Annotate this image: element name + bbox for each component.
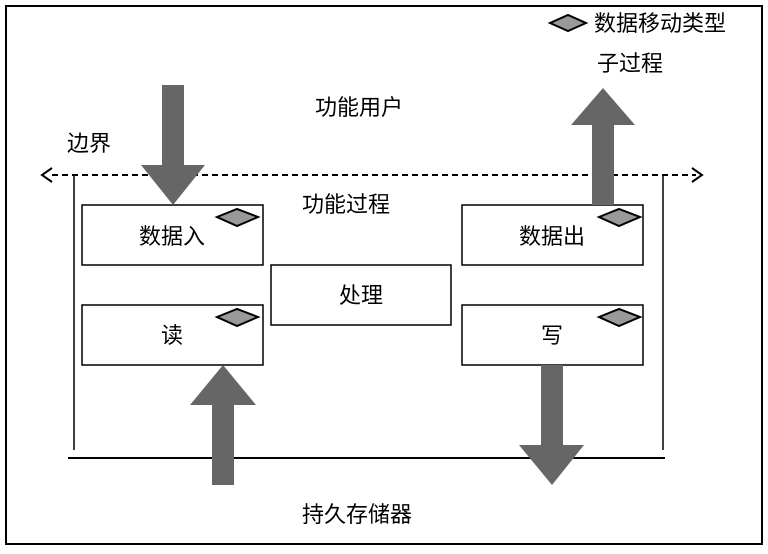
processing-box bbox=[270, 264, 452, 326]
functional-user-label: 功能用户 bbox=[315, 96, 403, 121]
outer-frame bbox=[5, 5, 763, 545]
processing-label: 处理 bbox=[339, 284, 383, 309]
functional-process-label: 功能过程 bbox=[302, 193, 390, 218]
boundary-left-arrowhead bbox=[40, 167, 53, 183]
data-out-diamond-icon bbox=[596, 207, 643, 228]
persistent-storage-label: 持久存储器 bbox=[302, 503, 412, 528]
data-in-diamond-icon bbox=[214, 207, 261, 228]
data-in-label: 数据入 bbox=[139, 225, 205, 250]
write-diamond-icon bbox=[596, 307, 643, 328]
legend-label: 数据移动类型 bbox=[594, 12, 726, 37]
write-label: 写 bbox=[541, 324, 563, 349]
boundary-right-arrowhead bbox=[691, 167, 704, 183]
data-out-label: 数据出 bbox=[519, 225, 585, 250]
arrow-down-into-data-in bbox=[141, 85, 205, 205]
subprocess-label: 子过程 bbox=[597, 52, 663, 77]
read-diamond-icon bbox=[214, 307, 261, 328]
legend-diamond-icon bbox=[547, 13, 589, 33]
boundary-label: 边界 bbox=[67, 132, 111, 157]
read-label: 读 bbox=[161, 324, 183, 349]
arrow-down-from-write bbox=[519, 365, 584, 485]
arrow-up-into-read bbox=[190, 365, 256, 485]
arrow-up-from-data-out bbox=[571, 88, 635, 205]
